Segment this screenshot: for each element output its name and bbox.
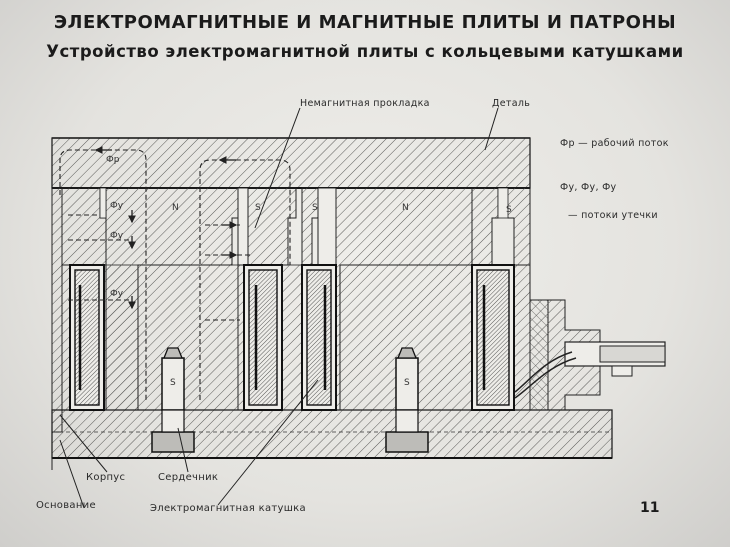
pole-north-1: N [172, 203, 179, 213]
workpiece-block [51, 137, 531, 189]
label-housing: Корпус [86, 472, 126, 483]
core-bolt-1 [151, 347, 195, 453]
pole-north-2: N [402, 203, 409, 213]
slide-subtitle: Устройство электромагнитной плиты с коль… [46, 42, 684, 61]
flux-label-leakage-3: Фу [110, 289, 124, 299]
label-base: Основание [36, 500, 96, 511]
label-coil: Электромагнитная катушка [150, 503, 306, 514]
coil-4 [471, 264, 515, 411]
legend-working-flux-symbol: Фр [560, 138, 575, 149]
flux-label-leakage-1: Фу [110, 201, 124, 211]
core-bolt-2 [385, 347, 429, 453]
pole-south-1: S [255, 203, 261, 213]
page-number: 11 [640, 500, 660, 516]
coil-1 [69, 264, 105, 411]
pole-south-5: S [312, 203, 318, 213]
pole-south-2: S [170, 378, 176, 388]
label-workpiece: Деталь [492, 98, 531, 109]
flux-label-leakage-2: Фу [110, 231, 124, 241]
legend-leakage-flux-symbols: Фу, Фу, Фу [560, 182, 617, 193]
plate-body [51, 187, 666, 459]
legend-working-flux: Фр — рабочий поток [560, 138, 669, 149]
legend-leakage-flux-text: — потоки утечки [568, 210, 658, 221]
flux-arrows [94, 146, 238, 310]
pole-south-4: S [404, 378, 410, 388]
flux-label-working: Фр [106, 155, 120, 165]
coil-2 [243, 264, 283, 411]
slide-title: ЭЛЕКТРОМАГНИТНЫЕ И МАГНИТНЫЕ ПЛИТЫ И ПАТ… [53, 12, 677, 33]
legend-working-flux-text: — рабочий поток [578, 138, 669, 149]
leader-lines [51, 107, 499, 509]
coil-3 [301, 264, 337, 411]
label-core: Сердечник [158, 472, 219, 483]
label-nonmagnetic-spacer: Немагнитная прокладка [300, 98, 430, 109]
pole-south-3: S [506, 205, 512, 215]
